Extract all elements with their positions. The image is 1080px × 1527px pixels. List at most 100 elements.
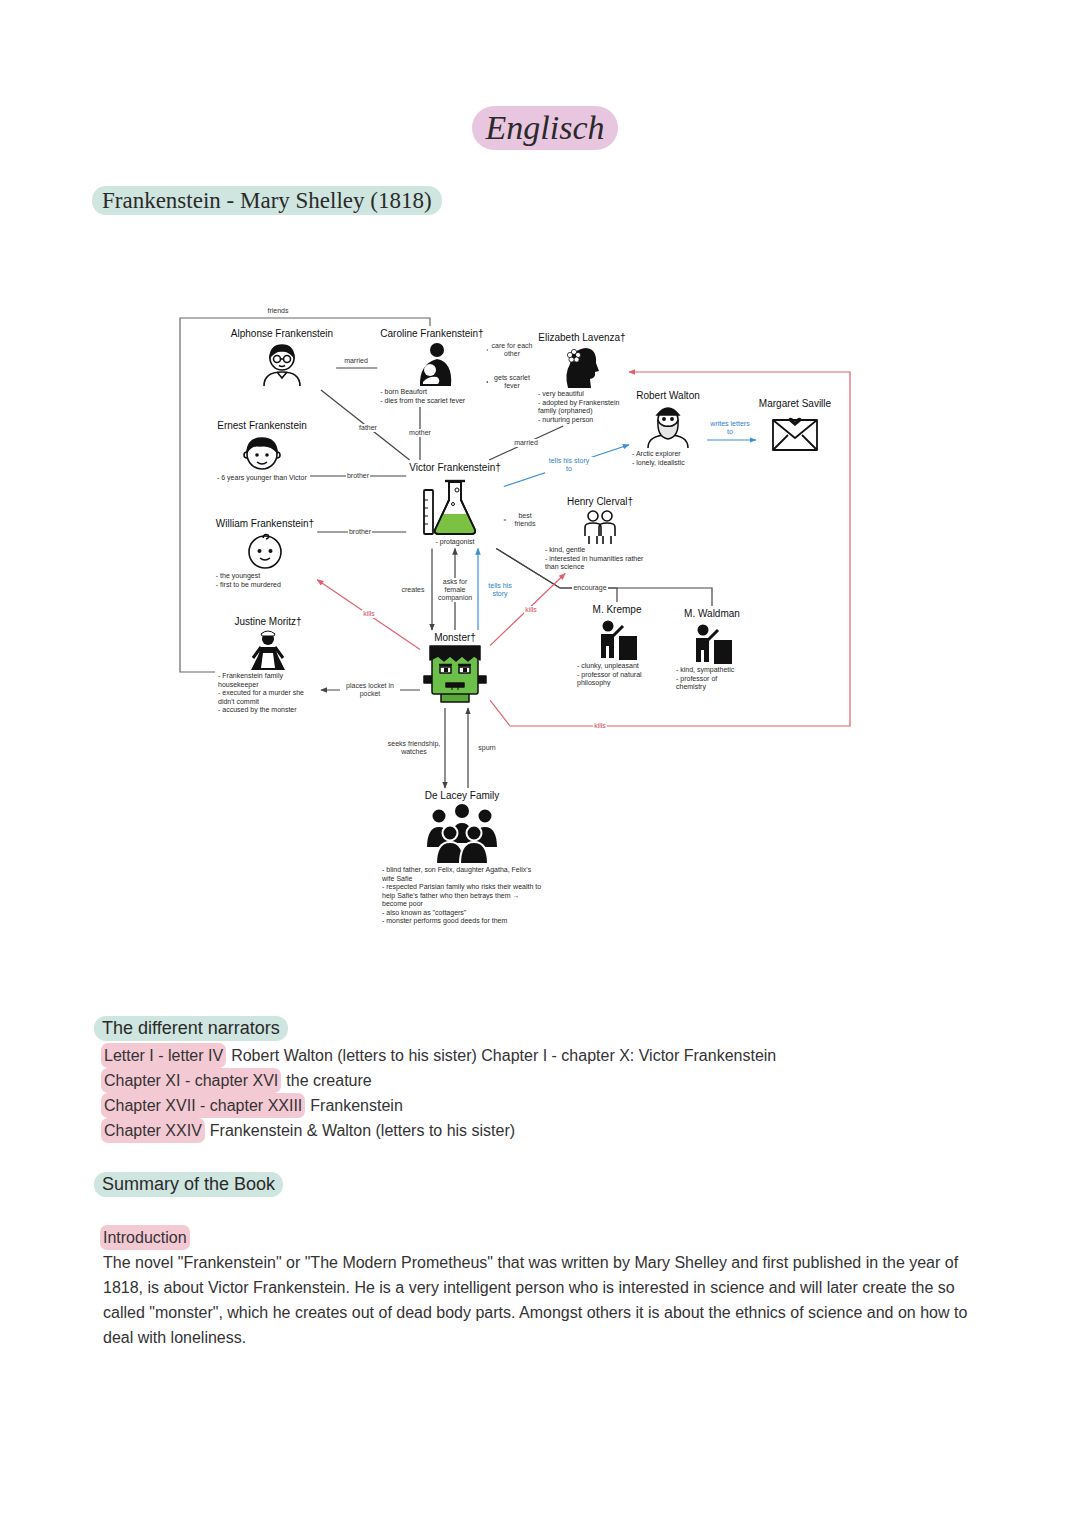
character-name: De Lacey Family: [382, 790, 542, 802]
monster-icon: [478, 676, 486, 683]
maid-icon: [251, 631, 285, 670]
monster-icon: [424, 646, 486, 702]
baby-icon: [249, 536, 281, 568]
character-name: Henry Clerval†: [545, 496, 655, 508]
text-row: Chapter XI - chapter XVIthe creature: [101, 1068, 377, 1093]
monster-icon: [446, 683, 464, 687]
connector: [444, 708, 445, 788]
monster-icon: [463, 668, 467, 672]
character-name: Caroline Frankenstein†: [380, 328, 483, 340]
father-icon: [270, 346, 294, 370]
character-note: - monster performs good deeds for them: [382, 917, 542, 926]
father-icon: [274, 356, 281, 363]
maid-icon: [261, 631, 275, 636]
character-node: William Frankenstein† - the youngest- fir…: [213, 516, 317, 591]
character-node: Caroline Frankenstein† - born Beaufort- d…: [377, 326, 486, 407]
woman-flower-icon: [566, 348, 599, 388]
maid-icon: [251, 647, 285, 670]
baby-icon: [263, 534, 269, 539]
character-name: Justine Moritz†: [218, 616, 318, 628]
character-note: - executed for a murder she didn't commi…: [218, 689, 318, 706]
character-name: Ernest Frankenstein: [217, 420, 307, 432]
character-name: Elizabeth Lavenza†: [538, 332, 626, 344]
narrator: Frankenstein & Walton (letters to his si…: [210, 1118, 515, 1143]
icon-space: [260, 340, 304, 388]
edge-label: best friends: [506, 512, 544, 528]
edge-label: seeks friendship, watches: [386, 740, 442, 756]
woman-flower-icon: [572, 354, 576, 358]
family-icon: [460, 842, 488, 864]
teacher-icon: [696, 638, 709, 662]
teacher-icon: [708, 630, 718, 640]
chapter-range: Letter I - letter IV: [101, 1043, 226, 1068]
flask-icon: [424, 500, 428, 524]
mother-icon: [430, 343, 444, 357]
mother-icon: [423, 377, 439, 384]
teacher-icon: [696, 625, 732, 665]
edge-label: married: [343, 357, 369, 365]
friends-icon: [602, 511, 612, 521]
icon-space: [771, 410, 819, 452]
connector: [487, 349, 535, 350]
woman-flower-icon: [567, 349, 580, 362]
mother-icon: [420, 359, 451, 386]
boy-icon: [255, 453, 259, 457]
note-list: - 6 years younger than Victor: [217, 474, 307, 483]
maid-icon: [253, 647, 283, 658]
character-note: - Arctic explorer: [632, 450, 704, 459]
icon-space: [646, 402, 690, 450]
teacher-icon: [714, 640, 732, 664]
edge-label: gets scarlet fever: [488, 374, 536, 390]
flask-icon: [452, 503, 455, 506]
character-note: - born Beaufort: [380, 388, 480, 397]
explorer-icon: [648, 408, 688, 448]
connector: [454, 549, 455, 631]
edge-label: kills: [362, 610, 376, 618]
connector: [496, 549, 617, 603]
explorer-icon: [657, 408, 679, 415]
explorer-icon: [663, 418, 665, 420]
icon-space: [244, 432, 280, 474]
flask-icon: [424, 490, 433, 534]
connector: [489, 426, 563, 460]
note-list: - the youngest- first to be murdered: [216, 572, 306, 589]
character-note: - lonely, idealistic: [632, 459, 704, 468]
character-node: Alphonse Frankenstein: [228, 326, 336, 390]
character-node: Elizabeth Lavenza†- very beautiful- adop…: [535, 330, 629, 426]
family-icon: [426, 803, 498, 864]
connector: [317, 580, 420, 650]
character-note: - nurturing person: [538, 416, 626, 425]
character-node: De Lacey Family- blind father, son Felix…: [379, 788, 545, 928]
narrator: Robert Walton (letters to his sister) Ch…: [231, 1043, 776, 1068]
character-name: M. Waldman: [676, 608, 748, 620]
character-note: - kind, sympathetic: [676, 666, 748, 675]
character-name: Robert Walton: [632, 390, 704, 402]
chapter-range: Chapter XXIV: [101, 1118, 205, 1143]
edge-label: mother: [408, 429, 432, 437]
character-name: Victor Frankenstein†: [409, 462, 501, 474]
monster-icon: [424, 676, 432, 683]
icon-space: [583, 508, 617, 546]
explorer-icon: [658, 421, 678, 439]
baby-icon: [260, 558, 270, 560]
explorer-icon: [671, 418, 673, 420]
character-note: - respected Parisian family who risks th…: [382, 883, 542, 909]
boy-icon: [257, 462, 267, 464]
section-heading: Summary of the Book: [94, 1172, 283, 1197]
connector: [419, 407, 420, 460]
character-note: - clunky, unpleasant: [577, 662, 657, 671]
edge-label: kills: [524, 606, 538, 614]
character-name: Monster†: [423, 632, 487, 644]
character-name: William Frankenstein†: [216, 518, 314, 530]
text-row: Letter I - letter IVRobert Walton (lette…: [101, 1043, 781, 1068]
family-icon: [467, 826, 482, 841]
edge-label: encourage: [572, 584, 607, 592]
note-list: - born Beaufort- dies from the scarlet f…: [380, 388, 480, 405]
flask-icon: [435, 482, 475, 534]
character-node: Victor Frankenstein†- protagonist: [406, 460, 504, 549]
monster-icon: [452, 687, 458, 690]
edge-label: friends: [266, 307, 289, 315]
